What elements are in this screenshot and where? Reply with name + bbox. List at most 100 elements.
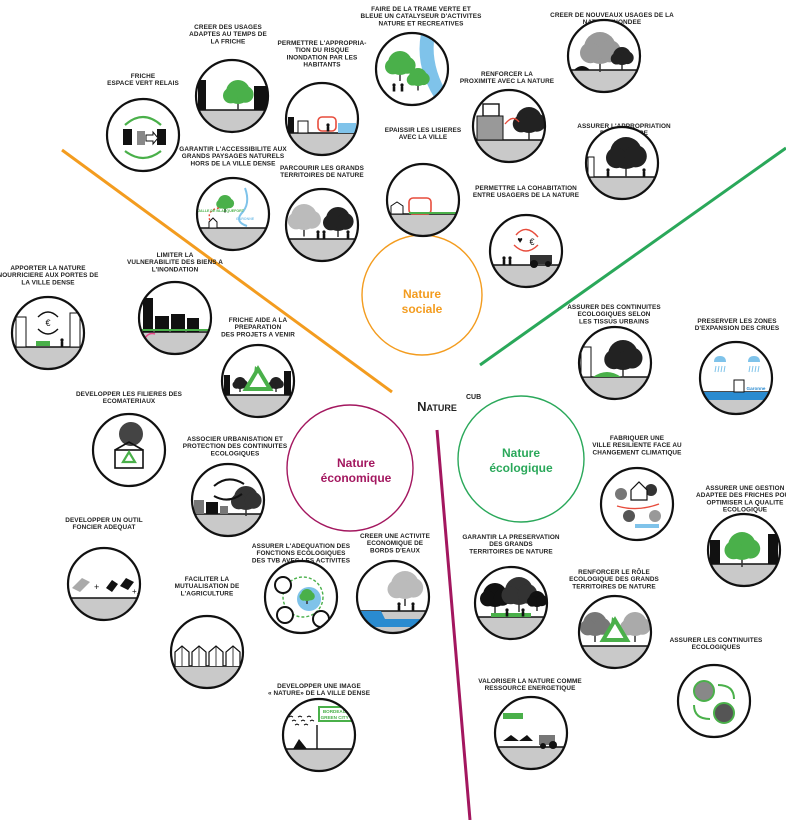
river-trees-icon bbox=[374, 31, 450, 107]
sociale-label-7-line-1: PROXIMITE AVEC LA NATURE bbox=[460, 78, 555, 85]
ecologique-label-4-line-0: GARANTIR LA PRESERVATION bbox=[462, 534, 560, 541]
economique-label-5-line-1: FONCIER ADEQUAT bbox=[73, 524, 136, 531]
sociale-label-3-line-3: HABITANTS bbox=[303, 62, 341, 69]
ecologique-label-1-line-1: D'EXPANSION DES CRUES bbox=[695, 325, 780, 332]
sociale-label-2-line-1: GRANDS PAYSAGES NATURELS bbox=[182, 153, 285, 160]
sociale-thumb-ring-5 bbox=[374, 31, 450, 107]
divider-magenta bbox=[435, 429, 472, 821]
ecologique-thumb-ring-0 bbox=[577, 325, 653, 401]
ecologique-label-6-line-1: ECOLOGIQUES bbox=[692, 644, 741, 651]
economique-thumb-ring-3 bbox=[91, 412, 167, 488]
economique-label-2-line-1: PREPARATION bbox=[235, 324, 282, 331]
sociale-label-2-line-2: HORS DE LA VILLE DENSE bbox=[190, 160, 276, 167]
ecologique-thumb-ring-5 bbox=[577, 594, 653, 670]
svg-text:+...: +... bbox=[132, 587, 143, 596]
sociale-label-4-line-0: PARCOURIR LES GRANDS bbox=[280, 165, 365, 172]
hub-economique-line2: économique bbox=[321, 471, 392, 485]
title-main: Nature bbox=[417, 399, 457, 414]
ecologique-label-1-line-0: PRESERVER LES ZONES bbox=[697, 318, 777, 325]
house-tree-icon bbox=[471, 88, 547, 164]
sociale-label-9-line-0: CREER DE NOUVEAUX USAGES DE LA bbox=[550, 12, 674, 19]
sociale-thumb-ring-1 bbox=[194, 58, 270, 134]
economique-label-0-line-0: APPORTER LA NATURE bbox=[10, 265, 86, 272]
hub-ecologique-line1: Nature bbox=[502, 446, 540, 460]
sociale-label-0-line-1: ESPACE VERT RELAIS bbox=[107, 80, 179, 87]
recycle-forest-icon bbox=[577, 594, 653, 670]
sociale-label-0-line-0: FRICHE bbox=[131, 73, 156, 80]
economique-label-8-line-0: CREER UNE ACTIVITE bbox=[360, 533, 431, 540]
sociale-label-4-line-1: TERRITOIRES DE NATURE bbox=[280, 172, 364, 179]
hub-sociale-line2: sociale bbox=[402, 302, 443, 316]
sociale-label-7-line-0: RENFORCER LA bbox=[481, 71, 533, 78]
sociale-label-3-line-0: PERMETTRE L'APPROPRIA- bbox=[278, 40, 367, 47]
hub-ecologique-ring bbox=[457, 395, 585, 523]
urban-continuity-icon bbox=[190, 462, 266, 538]
divider-orange bbox=[61, 148, 393, 394]
sign-line2: GREEN CITY ! bbox=[321, 715, 352, 720]
land-tool-icon: + +... bbox=[66, 546, 143, 622]
ecologique-thumb-ring-4 bbox=[473, 565, 549, 641]
sociale-label-1-line-0: CREER DES USAGES bbox=[194, 24, 262, 31]
ecologique-thumb-ring-2 bbox=[599, 466, 675, 542]
economique-thumb-ring-8 bbox=[355, 559, 431, 635]
economique-thumb-ring-0 bbox=[10, 295, 86, 371]
economique-label-9: DEVELOPPER UNE IMAGE« NATURE» DE LA VILL… bbox=[268, 683, 371, 697]
svg-text:♥: ♥ bbox=[517, 235, 522, 245]
recycle-city-icon bbox=[220, 343, 296, 419]
economique-label-7-line-1: FONCTIONS ECOLOGIQUES bbox=[256, 550, 346, 557]
urban-fabric-tree-icon bbox=[577, 325, 653, 401]
flood-expansion-icon: Garonne bbox=[698, 340, 774, 416]
economique-label-8-line-1: ECONOMIQUE DE bbox=[367, 540, 424, 547]
friche-relay-icon bbox=[105, 97, 181, 173]
biomass-tractor-icon bbox=[493, 695, 569, 771]
ecomaterials-icon bbox=[91, 412, 167, 488]
economique-label-7-line-0: ASSURER L'ADEQUATION DES bbox=[252, 543, 351, 550]
svg-text:+: + bbox=[94, 582, 99, 592]
resilient-city-icon bbox=[599, 466, 675, 542]
ecologique-label-5-line-1: ECOLOGIQUE DES GRANDS bbox=[569, 576, 659, 583]
flood-risk-icon bbox=[284, 81, 360, 157]
economique-label-6-line-0: FACILITER LA bbox=[185, 576, 230, 583]
economique-thumb-ring-6 bbox=[169, 614, 245, 690]
ecologique-label-4-line-1: DES GRANDS bbox=[489, 541, 533, 548]
economique-label-4-line-0: ASSOCIER URBANISATION ET bbox=[187, 436, 283, 443]
ecologique-label-5-line-2: TERRITOIRES DE NATURE bbox=[572, 583, 656, 590]
sociale-thumb-ring-7 bbox=[471, 88, 547, 164]
ecologique-thumb-ring-3 bbox=[706, 512, 782, 588]
economique-label-4-line-2: ECOLOGIQUES bbox=[211, 450, 260, 457]
ecologique-thumb-ring-7 bbox=[493, 695, 569, 771]
ecologique-label-3-line-2: OPTIMISER LA QUALITE bbox=[706, 499, 784, 506]
economique-label-3-line-0: DEVELOPPER LES FILIERES DES bbox=[76, 391, 183, 398]
cohabitation-icon: ♥€ bbox=[488, 213, 564, 289]
hub-ecologique-line2: écologique bbox=[489, 461, 553, 475]
ecologique-label-2-line-2: CHANGEMENT CLIMATIQUE bbox=[593, 449, 683, 456]
sociale-label-5-line-1: BLEUE UN CATALYSEUR D'ACTIVITES bbox=[361, 13, 483, 20]
economique-label-0-line-1: NOURRICIERE AUX PORTES DE bbox=[0, 272, 99, 279]
ecologique-thumb-ring-1 bbox=[698, 340, 774, 416]
economique-label-9-line-1: « NATURE» DE LA VILLE DENSE bbox=[268, 690, 371, 697]
title-sup: CUB bbox=[466, 394, 481, 401]
sign-line1: BORDEAUX bbox=[323, 709, 350, 714]
economique-thumb-ring-4 bbox=[190, 462, 266, 538]
sociale-label-3-line-1: TION DU RISQUE bbox=[295, 47, 350, 54]
divider-green bbox=[479, 146, 786, 367]
continuity-cycle-icon bbox=[676, 663, 752, 739]
sociale-thumb-ring-10 bbox=[584, 125, 660, 201]
ecologique-label-6-line-0: ASSURER LES CONTINUITES bbox=[670, 637, 763, 644]
ecologique-label-5-line-0: RENFORCER LE RÔLE bbox=[578, 567, 650, 576]
